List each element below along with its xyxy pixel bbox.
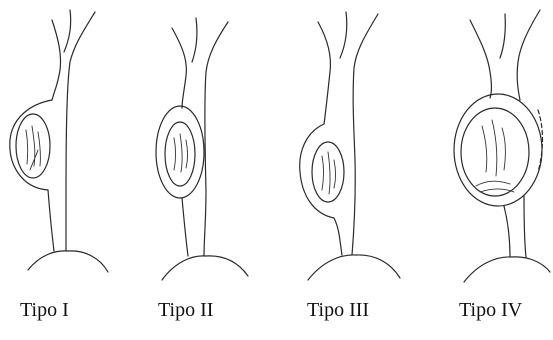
duct-fork — [192, 18, 197, 62]
cyst-inner-texture — [322, 152, 336, 194]
cyst-outer — [300, 124, 342, 255]
duct-right-wall — [517, 10, 540, 100]
duct-right-wall — [352, 14, 378, 255]
duct-right-wall — [66, 12, 95, 251]
duodenum-outline — [162, 256, 248, 280]
duct-right-wall — [204, 22, 228, 256]
cyst-inner-texture — [26, 126, 40, 170]
cyst-inner-texture — [476, 120, 514, 192]
duodenum-outline — [28, 251, 108, 272]
panel-label-tipo-4: Tipo IV — [459, 298, 522, 322]
duct-left-wall — [48, 20, 61, 251]
duodenum-outline — [464, 257, 550, 282]
duodenum-outline — [308, 255, 400, 280]
duct-fork — [64, 10, 71, 52]
duct-left-wall — [318, 22, 331, 124]
panel-label-tipo-2: Tipo II — [158, 298, 213, 322]
cyst-inner — [461, 108, 529, 196]
cyst-inner — [312, 142, 344, 202]
panel-label-tipo-1: Tipo I — [20, 298, 69, 322]
panel-tipo-2-drawing — [156, 18, 248, 280]
cyst-inner — [16, 114, 50, 178]
panel-tipo-4-drawing — [454, 10, 550, 282]
cyst-inner — [165, 122, 195, 186]
duct-fork — [500, 14, 505, 58]
duct-fork — [340, 12, 347, 58]
cyst-outer — [156, 106, 204, 198]
duct-left-wall — [470, 20, 492, 98]
panel-tipo-3-drawing — [300, 12, 400, 280]
cyst-inner-texture — [174, 134, 188, 172]
panel-label-tipo-3: Tipo III — [307, 298, 369, 322]
panel-tipo-1-drawing — [10, 10, 108, 272]
